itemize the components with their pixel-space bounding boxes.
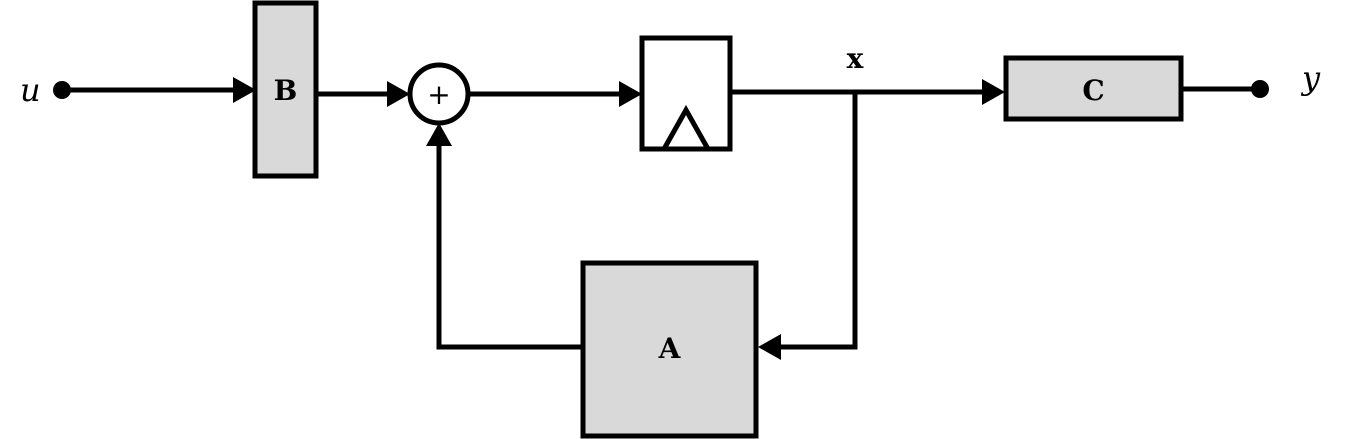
arrowhead-into-a [758, 334, 781, 360]
block-a-label: A [658, 332, 682, 365]
output-terminal [1251, 80, 1269, 98]
output-label: y [1300, 59, 1321, 97]
arrowhead-into-delay [619, 81, 642, 107]
block-c-label: C [1082, 74, 1104, 107]
delay-triangle-icon [659, 104, 713, 152]
wire-a-to-sum [436, 143, 583, 350]
arrowhead-feedback-into-sum [426, 123, 452, 146]
input-label: u [20, 71, 41, 109]
wire-feedback-to-a [778, 92, 858, 350]
arrowhead-into-b [233, 77, 256, 103]
delay-block [639, 35, 733, 152]
arrowhead-into-c [982, 79, 1005, 105]
block-b [252, 0, 319, 179]
block-a [580, 260, 759, 439]
arrowhead-into-sum [387, 81, 410, 107]
block-b-label: B [274, 74, 298, 107]
summing-junction-plus: + [427, 78, 450, 111]
block-c [1003, 55, 1184, 122]
state-label: x [847, 42, 864, 75]
